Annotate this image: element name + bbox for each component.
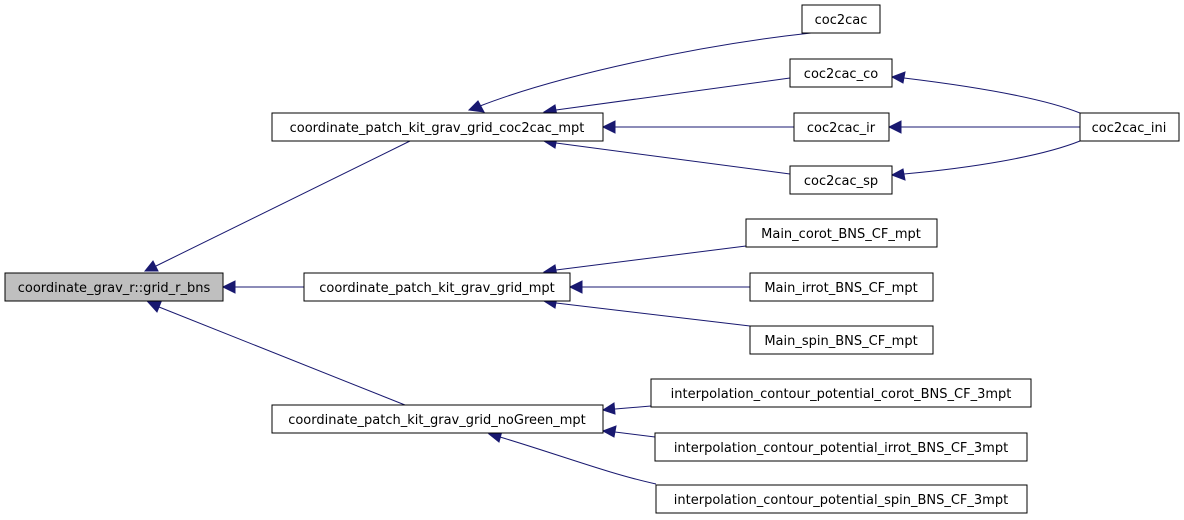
edge-kit-coc2cac-to-grid-r-bns: [143, 140, 411, 272]
edge-kit-mpt-to-grid-r-bns: [221, 280, 304, 294]
node-label: interpolation_contour_potential_irrot_BN…: [674, 441, 1008, 456]
node-label: coordinate_patch_kit_grav_grid_mpt: [319, 281, 555, 296]
node-label: coc2cac_ir: [807, 121, 876, 136]
edge-coc2cac-ini-to-coc2cac-co: [890, 71, 1081, 114]
edge-interp-irrot-to-kit-nogreen: [601, 425, 656, 438]
node-label: Main_spin_BNS_CF_mpt: [764, 334, 917, 349]
node-interp-corot[interactable]: interpolation_contour_potential_corot_BN…: [650, 378, 1032, 408]
edge-coc2cac-ini-to-coc2cac-sp: [890, 140, 1081, 181]
node-interp-irrot[interactable]: interpolation_contour_potential_irrot_BN…: [654, 432, 1028, 462]
node-label: interpolation_contour_potential_spin_BNS…: [674, 493, 1008, 508]
node-grid-r-bns[interactable]: coordinate_grav_r::grid_r_bns: [4, 272, 224, 302]
node-label: coc2cac: [815, 13, 868, 28]
node-label: coordinate_patch_kit_grav_grid_noGreen_m…: [288, 413, 586, 428]
node-kit-nogreen[interactable]: coordinate_patch_kit_grav_grid_noGreen_m…: [271, 404, 604, 434]
node-label: interpolation_contour_potential_corot_BN…: [671, 387, 1012, 402]
node-coc2cac-sp[interactable]: coc2cac_sp: [789, 165, 893, 195]
node-label: coordinate_grav_r::grid_r_bns: [18, 281, 211, 296]
node-coc2cac-ir[interactable]: coc2cac_ir: [793, 112, 890, 142]
node-coc2cac[interactable]: coc2cac: [801, 4, 881, 34]
node-kit-mpt[interactable]: coordinate_patch_kit_grav_grid_mpt: [303, 272, 571, 302]
edge-coc2cac-ir-to-kit-coc2cac: [601, 120, 794, 134]
node-label: Main_irrot_BNS_CF_mpt: [764, 281, 917, 296]
node-coc2cac-ini[interactable]: coc2cac_ini: [1079, 112, 1180, 142]
node-label: coc2cac_sp: [804, 174, 878, 189]
edge-coc2cac-ini-to-coc2cac-ir: [887, 120, 1080, 134]
node-label: Main_corot_BNS_CF_mpt: [761, 227, 921, 242]
node-main-spin[interactable]: Main_spin_BNS_CF_mpt: [749, 325, 934, 355]
edge-coc2cac-to-kit-coc2cac: [467, 32, 812, 113]
edge-kit-nogreen-to-grid-r-bns: [146, 301, 406, 406]
edge-interp-corot-to-kit-nogreen: [601, 402, 652, 415]
edge-main-spin-to-kit-mpt: [542, 296, 751, 327]
edge-main-irrot-to-kit-mpt: [568, 280, 750, 294]
node-label: coc2cac_ini: [1092, 121, 1167, 136]
edge-coc2cac-sp-to-kit-coc2cac: [542, 136, 791, 175]
node-main-corot[interactable]: Main_corot_BNS_CF_mpt: [745, 218, 938, 248]
edge-coc2cac-co-to-kit-coc2cac: [542, 77, 791, 117]
node-kit-coc2cac[interactable]: coordinate_patch_kit_grav_grid_coc2cac_m…: [271, 112, 604, 142]
node-label: coordinate_patch_kit_grav_grid_coc2cac_m…: [290, 121, 585, 136]
node-coc2cac-co[interactable]: coc2cac_co: [789, 58, 893, 88]
node-label: coc2cac_co: [804, 67, 878, 82]
edge-main-corot-to-kit-mpt: [542, 245, 747, 277]
node-main-irrot[interactable]: Main_irrot_BNS_CF_mpt: [749, 272, 934, 302]
edge-interp-spin-to-kit-nogreen: [487, 430, 657, 485]
node-interp-spin[interactable]: interpolation_contour_potential_spin_BNS…: [655, 484, 1028, 514]
